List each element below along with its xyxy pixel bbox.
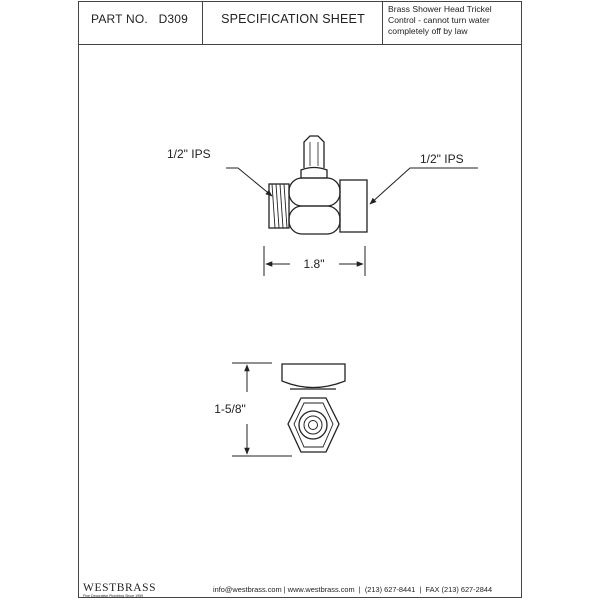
valve-stem — [303, 135, 325, 168]
contact-fax: FAX (213) 627-2844 — [425, 585, 493, 594]
front-hex-outer — [287, 397, 340, 453]
left-leader — [226, 167, 273, 197]
part-number-value: D309 — [158, 12, 189, 26]
product-description: Brass Shower Head Trickel Control - cann… — [388, 4, 520, 37]
hex-nut-upper — [288, 177, 341, 207]
description-cell: Brass Shower Head Trickel Control - cann… — [383, 2, 521, 44]
footer: WESTBRASS Fine Decorative Plumbing Since… — [79, 580, 521, 598]
brand-logo: WESTBRASS — [83, 582, 157, 594]
contact-website[interactable]: www.westbrass.com — [287, 585, 355, 594]
outlet-fitting — [339, 179, 368, 233]
hex-nut-lower — [288, 205, 341, 235]
front-port-outer — [298, 410, 328, 440]
width-dimension — [263, 246, 366, 276]
width-dimension-label: 1.8" — [304, 257, 325, 271]
contact-phone: (213) 627-8441 — [364, 585, 416, 594]
height-dimension-label: 1-5/8" — [214, 402, 246, 416]
part-number-label: PART NO. — [91, 12, 148, 26]
left-ips-callout: 1/2" IPS — [167, 147, 211, 161]
callout-leaders — [226, 167, 478, 205]
part-number-cell: PART NO. D309 — [79, 2, 203, 44]
title-cell: SPECIFICATION SHEET — [203, 2, 383, 44]
description-line-3: completely off by law — [388, 26, 468, 36]
front-port-inner — [308, 420, 318, 430]
side-view-drawing — [268, 135, 368, 235]
right-ips-callout: 1/2" IPS — [420, 152, 464, 166]
header-row: PART NO. D309 SPECIFICATION SHEET Brass … — [79, 2, 521, 45]
thread-lines — [271, 183, 288, 229]
front-port-middle — [303, 415, 323, 435]
brand-tagline: Fine Decorative Plumbing Since 1959 — [83, 594, 144, 598]
description-line-1: Brass Shower Head Trickel — [388, 4, 492, 14]
height-dimension — [232, 362, 292, 457]
right-leader — [369, 167, 478, 205]
spec-sheet-frame: PART NO. D309 SPECIFICATION SHEET Brass … — [78, 1, 522, 598]
description-line-2: Control - cannot turn water — [388, 15, 490, 25]
contact-line: info@westbrass.com | www.westbrass.com |… — [213, 585, 493, 594]
sheet-title: SPECIFICATION SHEET — [221, 12, 365, 26]
stem-collar — [300, 166, 328, 179]
front-view-drawing — [281, 363, 346, 453]
front-hex-inner — [293, 402, 334, 448]
contact-email[interactable]: info@westbrass.com — [213, 585, 282, 594]
front-handle — [281, 363, 346, 389]
